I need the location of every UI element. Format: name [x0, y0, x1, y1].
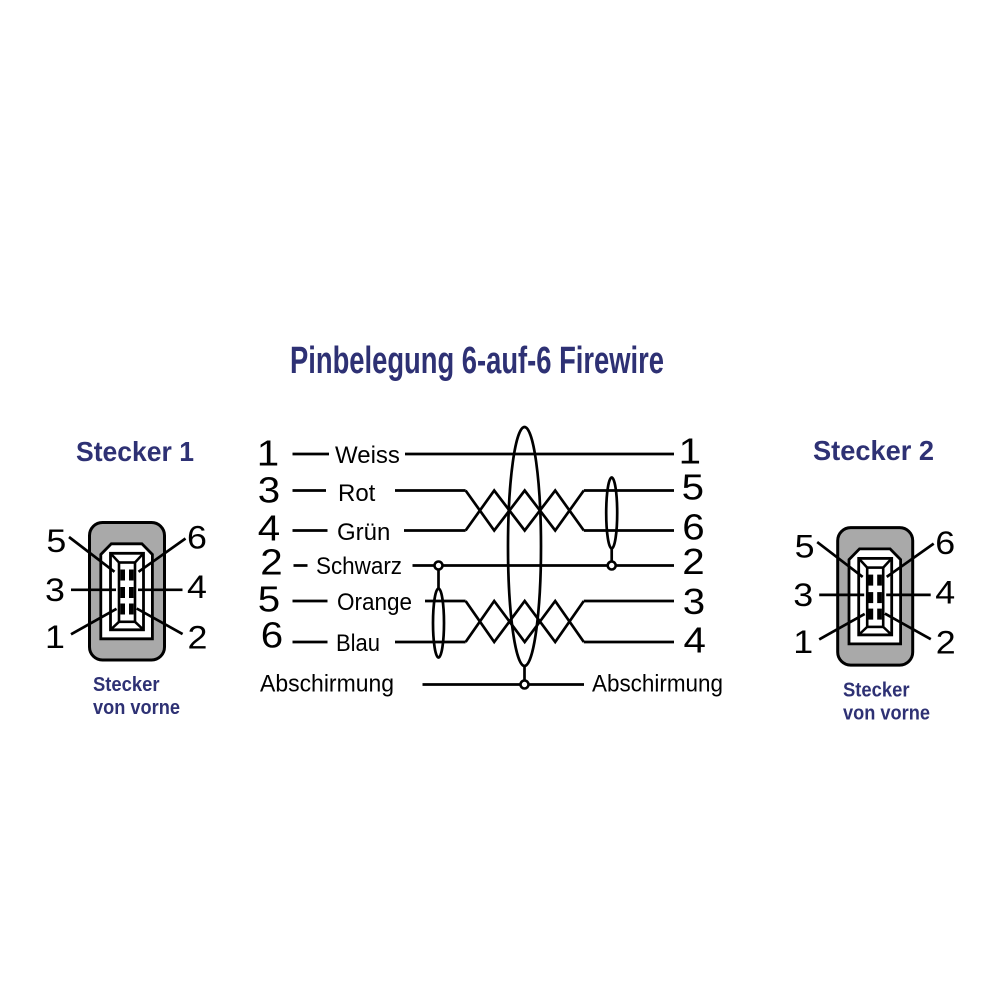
svg-text:3: 3: [45, 573, 65, 609]
svg-text:5: 5: [46, 524, 66, 560]
svg-text:6: 6: [187, 520, 207, 556]
svg-text:Pinbelegung 6-auf-6 Firewire: Pinbelegung 6-auf-6 Firewire: [290, 340, 664, 382]
svg-text:5: 5: [682, 468, 704, 509]
svg-text:von vorne: von vorne: [93, 697, 180, 719]
svg-text:5: 5: [258, 579, 280, 620]
svg-text:Stecker: Stecker: [93, 674, 160, 696]
svg-text:1: 1: [45, 620, 65, 656]
svg-text:Abschirmung: Abschirmung: [592, 671, 723, 698]
svg-text:6: 6: [682, 507, 704, 548]
svg-text:Orange: Orange: [337, 589, 412, 616]
svg-text:Abschirmung: Abschirmung: [260, 671, 394, 698]
svg-text:Rot: Rot: [338, 480, 376, 507]
svg-text:2: 2: [188, 620, 208, 656]
svg-text:Grün: Grün: [337, 519, 390, 546]
svg-text:von vorne: von vorne: [843, 703, 930, 725]
svg-text:4: 4: [187, 570, 207, 606]
svg-text:Weiss: Weiss: [335, 442, 400, 469]
svg-text:4: 4: [683, 620, 705, 661]
svg-text:Stecker 1: Stecker 1: [76, 436, 194, 467]
svg-text:3: 3: [258, 470, 280, 511]
svg-text:4: 4: [258, 509, 280, 550]
svg-text:Stecker 2: Stecker 2: [813, 435, 934, 466]
svg-text:3: 3: [683, 582, 705, 623]
svg-text:1: 1: [257, 433, 279, 474]
svg-text:Blau: Blau: [336, 630, 380, 657]
svg-text:Schwarz: Schwarz: [316, 553, 402, 580]
svg-text:Stecker: Stecker: [843, 680, 910, 702]
svg-text:2: 2: [682, 542, 704, 583]
svg-text:2: 2: [260, 542, 282, 583]
svg-text:6: 6: [261, 615, 283, 656]
svg-text:1: 1: [679, 432, 701, 473]
